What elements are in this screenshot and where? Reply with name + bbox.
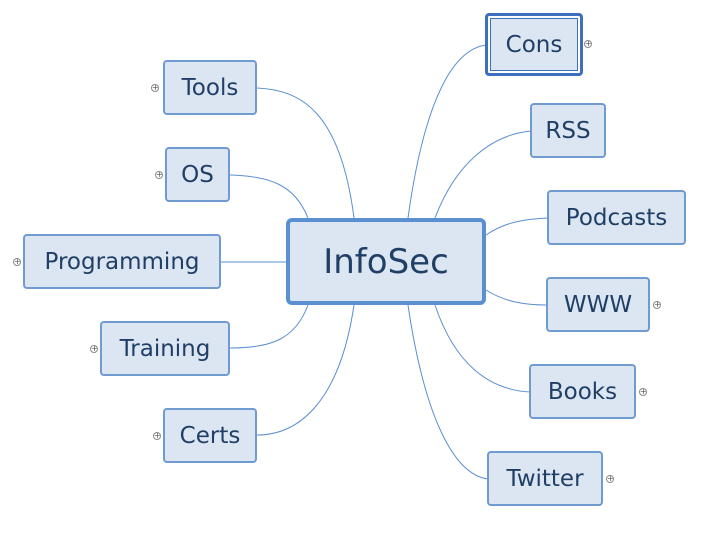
link-www [485, 289, 548, 306]
expand-books-icon[interactable]: + [639, 387, 647, 396]
expand-os-icon[interactable]: + [155, 170, 163, 179]
central-topic-infosec[interactable]: InfoSec [286, 218, 486, 305]
expand-programming-icon[interactable]: + [13, 257, 21, 266]
link-podcasts [485, 217, 549, 236]
topic-tools[interactable]: Tools [163, 60, 257, 115]
link-os [229, 174, 309, 219]
topic-training[interactable]: Training [100, 321, 230, 376]
topic-label: RSS [545, 117, 591, 144]
topic-podcasts[interactable]: Podcasts [547, 190, 686, 245]
topic-label: Certs [179, 422, 241, 449]
expand-training-icon[interactable]: + [90, 344, 98, 353]
expand-twitter-icon[interactable]: + [606, 474, 614, 483]
topic-rss[interactable]: RSS [530, 103, 606, 158]
expand-cons-icon[interactable]: + [584, 39, 592, 48]
expand-certs-icon[interactable]: + [153, 431, 161, 440]
expand-www-icon[interactable]: + [653, 300, 661, 309]
topic-label: Tools [181, 74, 239, 101]
topic-label: Podcasts [565, 204, 668, 231]
topic-www[interactable]: WWW [546, 277, 650, 332]
topic-certs[interactable]: Certs [163, 408, 257, 463]
link-books [434, 304, 531, 393]
link-certs [256, 304, 355, 436]
topic-label: Twitter [506, 465, 584, 492]
topic-cons[interactable]: Cons [485, 13, 583, 76]
topic-label: WWW [563, 291, 633, 318]
link-cons [407, 44, 488, 219]
topic-books[interactable]: Books [529, 364, 636, 419]
topic-label: Cons [505, 31, 563, 58]
topic-label: Programming [44, 248, 200, 275]
topic-twitter[interactable]: Twitter [487, 451, 603, 506]
link-tools [256, 87, 355, 219]
topic-label: OS [181, 161, 214, 188]
central-topic-label: InfoSec [323, 241, 449, 282]
topic-programming[interactable]: Programming [23, 234, 221, 289]
link-training [229, 304, 309, 349]
expand-tools-icon[interactable]: + [151, 83, 159, 92]
link-rss [434, 130, 532, 219]
topic-os[interactable]: OS [165, 147, 230, 202]
topic-label: Books [547, 378, 618, 405]
topic-label: Training [119, 335, 211, 362]
link-twitter [407, 304, 489, 480]
